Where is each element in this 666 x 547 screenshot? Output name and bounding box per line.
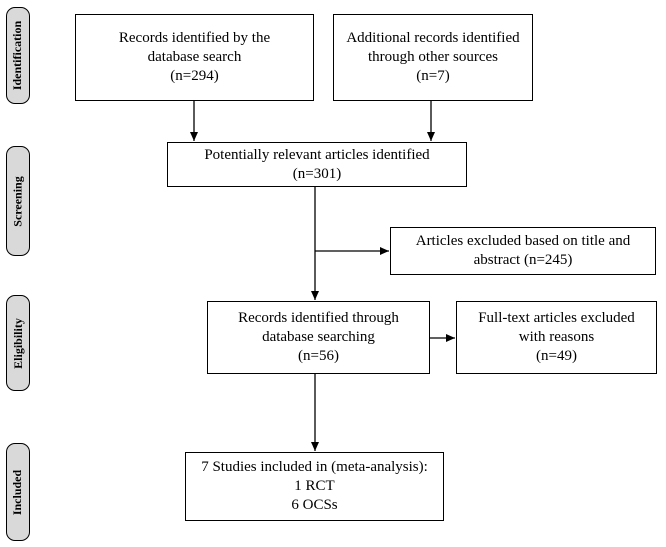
box-line: Records identified by the: [118, 30, 271, 46]
box-line: Potentially relevant articles identified: [204, 146, 430, 163]
box-potentially-relevant: Potentially relevant articles identified…: [167, 142, 467, 187]
box-other-sources: Additional records identified through ot…: [333, 14, 533, 101]
box-line: 6 OCSs: [291, 497, 338, 513]
stage-label-identification: Identification: [6, 7, 30, 104]
box-database-search: Records identified by the database searc…: [75, 14, 314, 101]
stage-label-included: Included: [6, 443, 30, 541]
box-line: through other sources: [368, 49, 498, 65]
stage-label-eligibility: Eligibility: [6, 295, 30, 391]
box-included: 7 Studies included in (meta-analysis): 1…: [185, 452, 444, 521]
box-line: (n=301): [292, 165, 342, 182]
box-line: database searching: [262, 329, 375, 345]
box-line: Records identified through: [238, 310, 399, 326]
box-line: (n=7): [416, 68, 450, 84]
box-line: abstract (n=245): [473, 252, 573, 268]
box-line: Full-text articles excluded: [478, 310, 635, 326]
box-line: 7 Studies included in (meta-analysis):: [201, 459, 428, 475]
box-line: (n=49): [536, 348, 577, 364]
box-records-identified: Records identified through database sear…: [207, 301, 430, 374]
box-fulltext-excluded: Full-text articles excluded with reasons…: [456, 301, 657, 374]
stage-label-screening: Screening: [6, 146, 30, 256]
box-excluded-title-abstract: Articles excluded based on title and abs…: [390, 227, 656, 275]
box-line: 1 RCT: [294, 478, 335, 494]
box-line: Additional records identified: [346, 30, 520, 46]
box-line: Articles excluded based on title and: [415, 233, 631, 249]
box-line: database search: [147, 49, 242, 65]
box-line: with reasons: [518, 329, 595, 345]
box-line: (n=294): [170, 68, 219, 84]
box-line: (n=56): [298, 348, 339, 364]
